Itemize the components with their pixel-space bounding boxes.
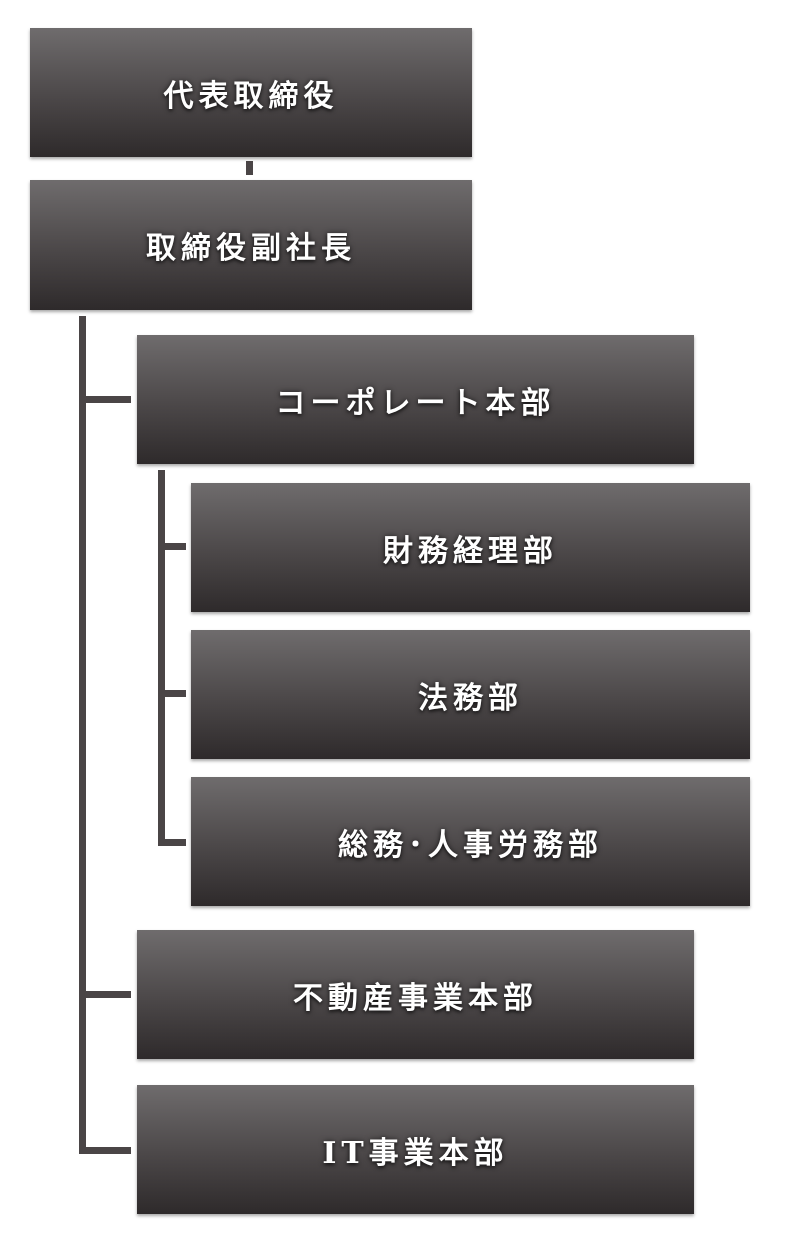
- general-affairs-department-label: 総務･人事労務部: [338, 827, 603, 863]
- vice-president-box: 取締役副社長: [30, 180, 472, 310]
- finance-department-label: 財務経理部: [383, 533, 558, 569]
- finance-department-box: 財務経理部: [191, 483, 750, 612]
- vice-president-label: 取締役副社長: [146, 231, 356, 266]
- legal-department-label: 法務部: [418, 680, 523, 716]
- corporate-division-box: コーポレート本部: [137, 335, 694, 464]
- real-estate-division-box: 不動産事業本部: [137, 930, 694, 1059]
- ceo-label: 代表取締役: [163, 78, 339, 114]
- ceo-box: 代表取締役: [30, 28, 472, 157]
- connector-main-vertical: [79, 316, 86, 1154]
- connector-branch-real-estate: [79, 991, 131, 998]
- it-division-box: IT事業本部: [137, 1085, 694, 1214]
- corporate-division-label: コーポレート本部: [275, 385, 556, 421]
- connector-branch-finance: [158, 543, 186, 550]
- connector-branch-legal: [158, 690, 186, 697]
- connector-branch-corporate: [79, 396, 131, 403]
- general-affairs-department-box: 総務･人事労務部: [191, 777, 750, 906]
- connector-ceo-vp: [246, 161, 253, 175]
- legal-department-box: 法務部: [191, 630, 750, 759]
- connector-branch-it: [79, 1147, 131, 1154]
- connector-sub-vertical: [158, 470, 165, 846]
- real-estate-division-label: 不動産事業本部: [293, 980, 538, 1016]
- it-division-label: IT事業本部: [322, 1135, 509, 1171]
- connector-branch-general-affairs: [158, 839, 186, 846]
